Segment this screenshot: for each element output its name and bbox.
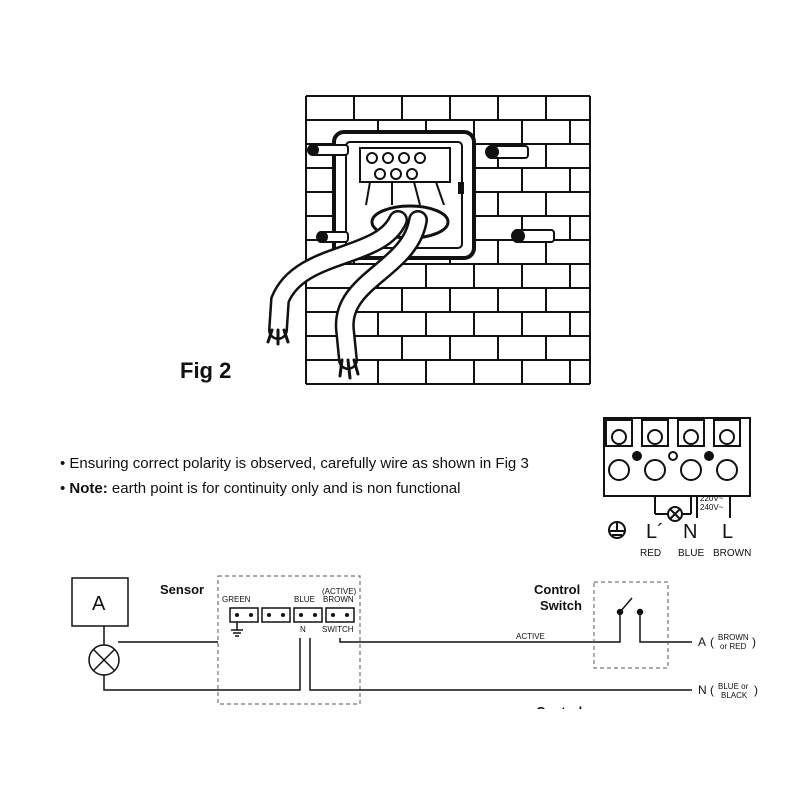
control-switch-title-line1: Control xyxy=(534,582,580,597)
instruction-bullet-note: • Note: earth point is for continuity on… xyxy=(60,480,460,497)
a-terminal-paren-close: ) xyxy=(752,635,756,649)
instruction-bullet-polarity: • Ensuring correct polarity is observed,… xyxy=(60,455,529,472)
terminal-symbol-l: L xyxy=(722,521,733,543)
sensor-title: Sensor xyxy=(160,582,204,597)
a-terminal-sub2: or RED xyxy=(720,642,746,651)
sensor-label-blue: BLUE xyxy=(294,595,315,604)
n-terminal-sub2: BLACK xyxy=(721,691,748,700)
switch-contact-icon xyxy=(616,597,644,616)
control-switch-title-line2: Switch xyxy=(540,598,582,613)
n-terminal-letter: N xyxy=(698,683,707,697)
load-box-label: A xyxy=(92,593,106,615)
terminal-clamps-bottom xyxy=(608,451,738,481)
n-terminal-paren-open: ( xyxy=(710,683,714,697)
sensor-label-active: (ACTIVE) xyxy=(322,587,357,596)
load-box xyxy=(71,577,129,627)
n-terminal-sub1: BLUE or xyxy=(718,682,749,691)
bullet-dot: • xyxy=(60,455,70,472)
terminal-symbol-l-prime: L´ xyxy=(646,521,664,543)
lamp-icon xyxy=(88,644,120,676)
wall-screws xyxy=(307,144,555,243)
terminal-block-diagram xyxy=(603,417,751,539)
sensor-label-green: GREEN xyxy=(222,595,251,604)
wire-label-red: RED xyxy=(640,548,661,559)
screw-bottom-right xyxy=(511,229,555,243)
wire-label-blue: BLUE xyxy=(678,548,704,559)
screw-bottom-left xyxy=(316,231,349,243)
terminal-screws-inner xyxy=(366,152,426,180)
sensor-terminal-strip xyxy=(229,607,355,637)
screw-top-left xyxy=(307,144,349,156)
n-terminal-paren-close: ) xyxy=(754,683,758,697)
bullet-dot: • xyxy=(60,480,70,497)
sensor-label-brown: BROWN xyxy=(323,595,354,604)
control-switch-enclosure xyxy=(593,581,669,669)
a-terminal-paren-open: ( xyxy=(710,635,714,649)
wire-label-brown: BROWN xyxy=(713,548,751,559)
voltage-label-line1: 220V~ xyxy=(700,494,724,503)
supply-cables xyxy=(266,210,428,380)
terminal-symbol-n: N xyxy=(683,521,697,543)
a-terminal-letter: A xyxy=(698,635,706,649)
terminal-clamps-top xyxy=(605,419,741,447)
voltage-label-line2: 240V~ xyxy=(700,503,724,512)
screw-top-right xyxy=(485,145,529,159)
bullet-text: earth point is for continuity only and i… xyxy=(107,480,461,497)
cut-off-heading: Control xyxy=(536,704,582,719)
note-prefix: Note: xyxy=(69,480,108,497)
bullet-text: Ensuring correct polarity is observed, c… xyxy=(69,455,529,472)
active-wire-label: ACTIVE xyxy=(516,632,545,641)
sensor-label-n: N xyxy=(300,625,306,634)
figure-label: Fig 2 xyxy=(180,358,232,383)
sensor-enclosure xyxy=(217,575,361,705)
circuit-wires xyxy=(103,612,692,691)
sensor-label-switch: SWITCH xyxy=(322,625,354,634)
earth-icon xyxy=(608,521,626,539)
terminal-wiring xyxy=(654,496,731,522)
a-terminal-sub1: BROWN xyxy=(718,633,749,642)
